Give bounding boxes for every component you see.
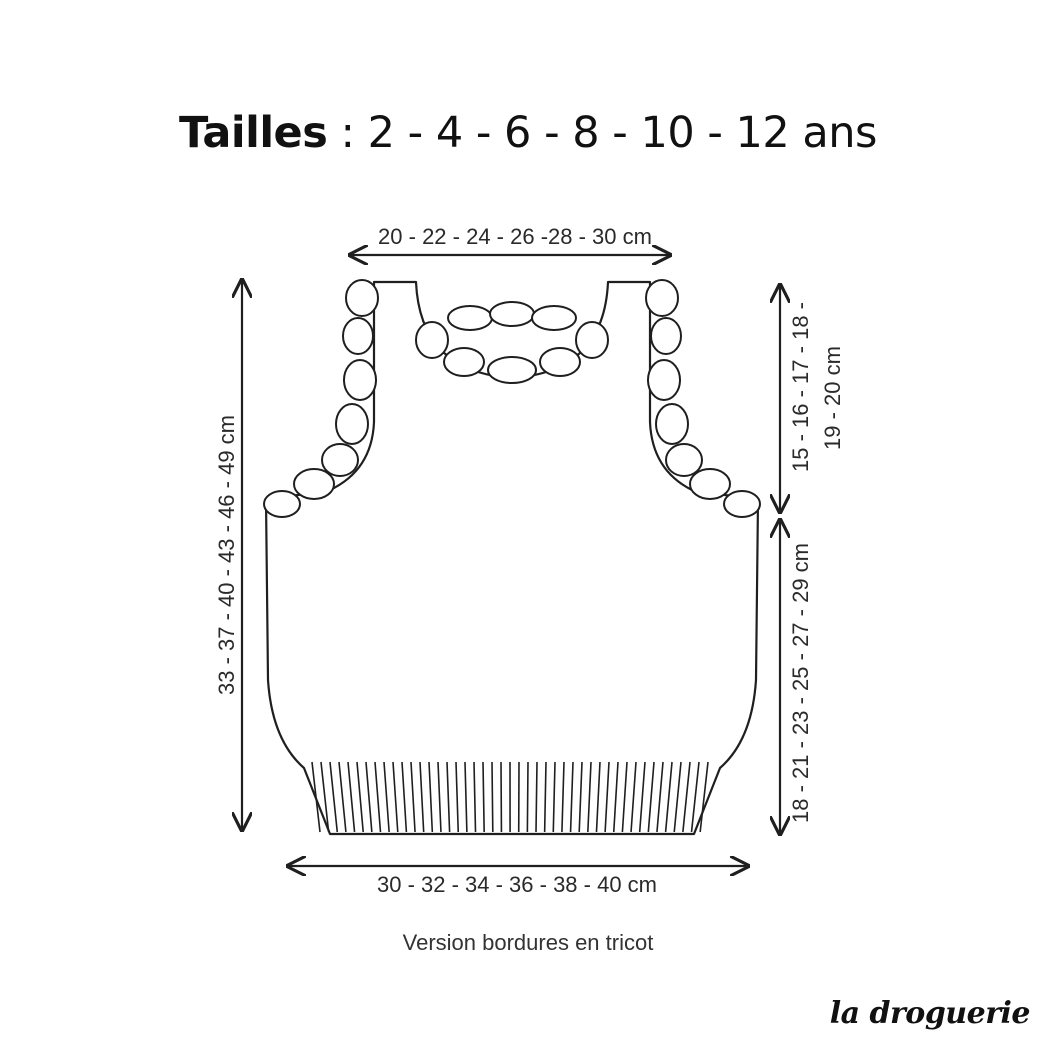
diagram-caption: Version bordures en tricot [402, 930, 654, 955]
rib-line [446, 761, 451, 833]
brand-logo: la droguerie [829, 996, 1031, 1031]
rib-line [699, 761, 709, 833]
right-armhole-border [645, 279, 761, 518]
rib-line [338, 761, 347, 833]
rib-line [482, 761, 485, 833]
rib-line [491, 761, 494, 833]
rib-line [604, 761, 610, 833]
total-length-label: 33 - 37 - 40 - 43 - 46 - 49 cm [214, 415, 239, 695]
rib-line [673, 761, 682, 833]
ribbed-hem [311, 761, 709, 833]
rib-line [437, 761, 442, 833]
rib-line [383, 761, 390, 833]
rib-line [401, 761, 408, 833]
neckline-border [415, 301, 609, 384]
rib-line [365, 761, 373, 833]
rib-line [543, 761, 547, 833]
rib-line [464, 761, 468, 833]
rib-line [656, 761, 664, 833]
rib-line [569, 761, 574, 833]
rib-line [682, 761, 691, 833]
title-sizes-label: Tailles [179, 108, 328, 158]
rib-line [329, 761, 339, 833]
armhole-depth-label-line2: 19 - 20 cm [820, 346, 845, 450]
rib-line [311, 761, 321, 833]
rib-line [552, 761, 556, 833]
rib-line [561, 761, 565, 833]
left-armhole-border [263, 279, 379, 518]
rib-line [410, 761, 416, 833]
rib-line [690, 761, 700, 833]
rib-line [320, 761, 330, 833]
rib-line [595, 761, 601, 833]
rib-line [535, 761, 538, 833]
rib-line [621, 761, 628, 833]
rib-line [526, 761, 529, 833]
rib-line [428, 761, 434, 833]
rib-line [647, 761, 655, 833]
rib-line [664, 761, 673, 833]
rib-line [587, 761, 592, 833]
rib-line [630, 761, 637, 833]
page-title: Tailles : 2 - 4 - 6 - 8 - 10 - 12 ans [0, 108, 1056, 158]
rib-line [356, 761, 364, 833]
bottom-width-label: 30 - 32 - 34 - 36 - 38 - 40 cm [377, 872, 657, 897]
rib-line [347, 761, 356, 833]
rib-line [419, 761, 425, 833]
title-sizes-values: : 2 - 4 - 6 - 8 - 10 - 12 ans [327, 108, 877, 158]
rib-line [612, 761, 619, 833]
rib-line [473, 761, 477, 833]
rib-line [638, 761, 646, 833]
top-width-label: 20 - 22 - 24 - 26 -28 - 30 cm [378, 224, 652, 249]
rib-line [578, 761, 583, 833]
rib-line [455, 761, 460, 833]
armhole-depth-label-line1: 15 - 16 - 17 - 18 - [788, 302, 813, 472]
rib-line [392, 761, 399, 833]
rib-line [374, 761, 382, 833]
side-length-label: 18 - 21 - 23 - 25 - 27 - 29 cm [788, 543, 813, 823]
